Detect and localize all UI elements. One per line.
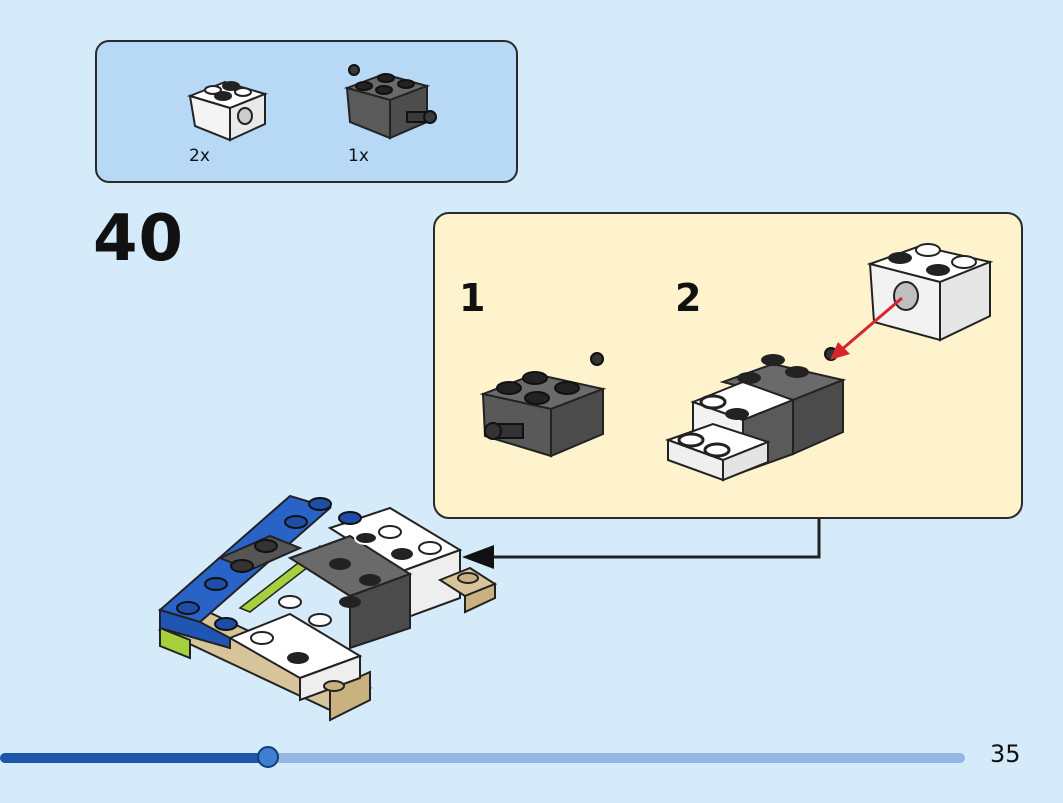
white-brick-with-hole-icon bbox=[186, 80, 269, 142]
part-quantity: 2x bbox=[189, 146, 210, 166]
substep-callout-box: 1 2 bbox=[433, 212, 1023, 519]
step-number: 40 bbox=[93, 202, 185, 276]
parts-list-box: 2x 1x bbox=[95, 40, 518, 183]
substep-2-white-brick-icon bbox=[830, 243, 994, 360]
main-model-illustration bbox=[157, 494, 498, 722]
progress-track bbox=[0, 753, 965, 763]
substep-1-gray-brick-icon bbox=[479, 352, 607, 458]
substep-2-assembly-icon bbox=[665, 347, 847, 482]
progress-fill bbox=[0, 753, 269, 763]
progress-bar bbox=[0, 745, 965, 771]
part-quantity: 1x bbox=[348, 146, 369, 166]
dark-gray-brick-with-pin-icon bbox=[343, 64, 437, 140]
progress-knob[interactable] bbox=[257, 746, 280, 768]
page-number: 35 bbox=[990, 740, 1021, 768]
substep-2-label: 2 bbox=[675, 276, 702, 320]
substep-1-label: 1 bbox=[459, 276, 486, 320]
